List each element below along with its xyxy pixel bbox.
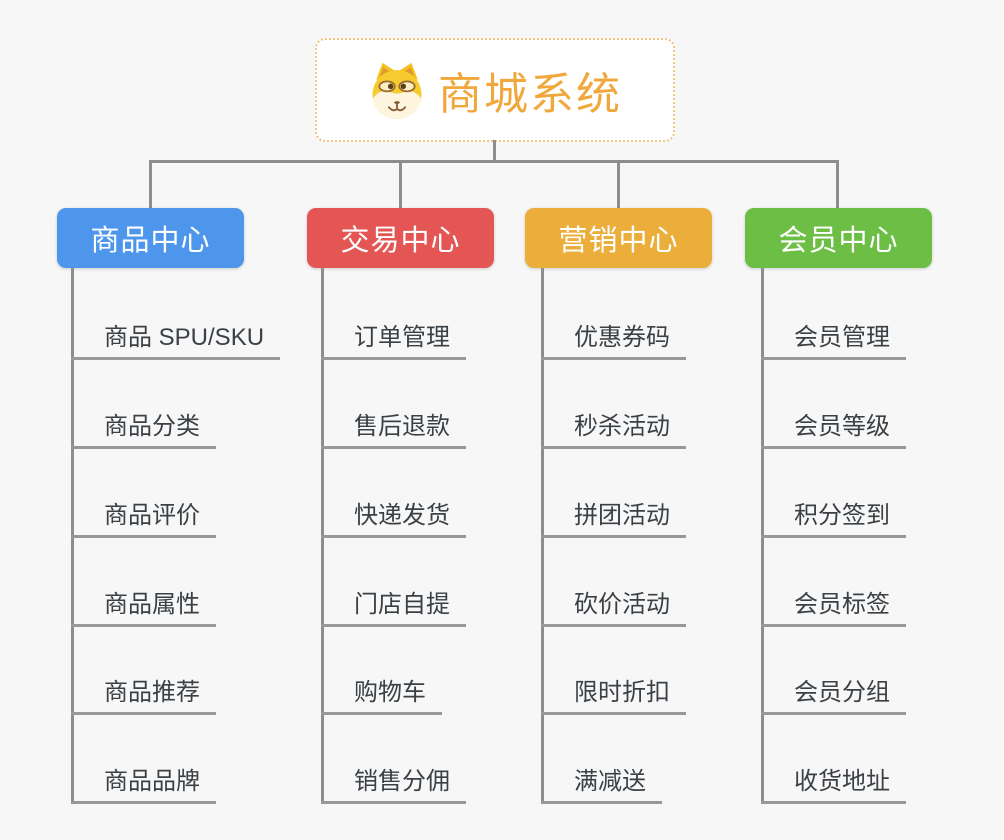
leaf-node[interactable]: 会员管理: [761, 306, 906, 360]
root-node[interactable]: 商城系统: [315, 38, 675, 142]
leaf-node[interactable]: 优惠券码: [541, 306, 686, 360]
leaf-node[interactable]: 砍价活动: [541, 573, 686, 627]
connector-root-stub: [493, 140, 496, 163]
branch-header-products[interactable]: 商品中心: [57, 208, 244, 268]
leaf-node[interactable]: 订单管理: [321, 306, 466, 360]
leaf-node[interactable]: 会员分组: [761, 661, 906, 715]
leaf-node[interactable]: 满减送: [541, 750, 662, 804]
connector-drop-marketing: [617, 162, 620, 210]
leaf-node[interactable]: 快递发货: [321, 484, 466, 538]
root-title: 商城系统: [438, 70, 622, 119]
leaf-node[interactable]: 商品分类: [71, 395, 216, 449]
branch-header-marketing[interactable]: 营销中心: [525, 208, 712, 268]
branch-header-trade[interactable]: 交易中心: [307, 208, 494, 268]
connector-drop-members: [836, 162, 839, 210]
leaf-node[interactable]: 秒杀活动: [541, 395, 686, 449]
leaf-node[interactable]: 会员等级: [761, 395, 906, 449]
leaf-node[interactable]: 商品评价: [71, 484, 216, 538]
leaf-node[interactable]: 积分签到: [761, 484, 906, 538]
shiba-dog-icon: [372, 62, 422, 119]
branch-header-members[interactable]: 会员中心: [745, 208, 932, 268]
leaf-node[interactable]: 限时折扣: [541, 661, 686, 715]
leaf-node[interactable]: 会员标签: [761, 573, 906, 627]
leaf-node[interactable]: 销售分佣: [321, 750, 466, 804]
leaf-node[interactable]: 收货地址: [761, 750, 906, 804]
leaf-node[interactable]: 商品品牌: [71, 750, 216, 804]
connector-bus: [149, 160, 839, 163]
leaf-node[interactable]: 购物车: [321, 661, 442, 715]
leaf-node[interactable]: 商品属性: [71, 573, 216, 627]
leaf-node[interactable]: 商品推荐: [71, 661, 216, 715]
leaf-node[interactable]: 售后退款: [321, 395, 466, 449]
leaf-node[interactable]: 门店自提: [321, 573, 466, 627]
connector-drop-products: [149, 162, 152, 210]
leaf-node[interactable]: 拼团活动: [541, 484, 686, 538]
connector-drop-trade: [399, 162, 402, 210]
leaf-node[interactable]: 商品 SPU/SKU: [71, 306, 281, 360]
